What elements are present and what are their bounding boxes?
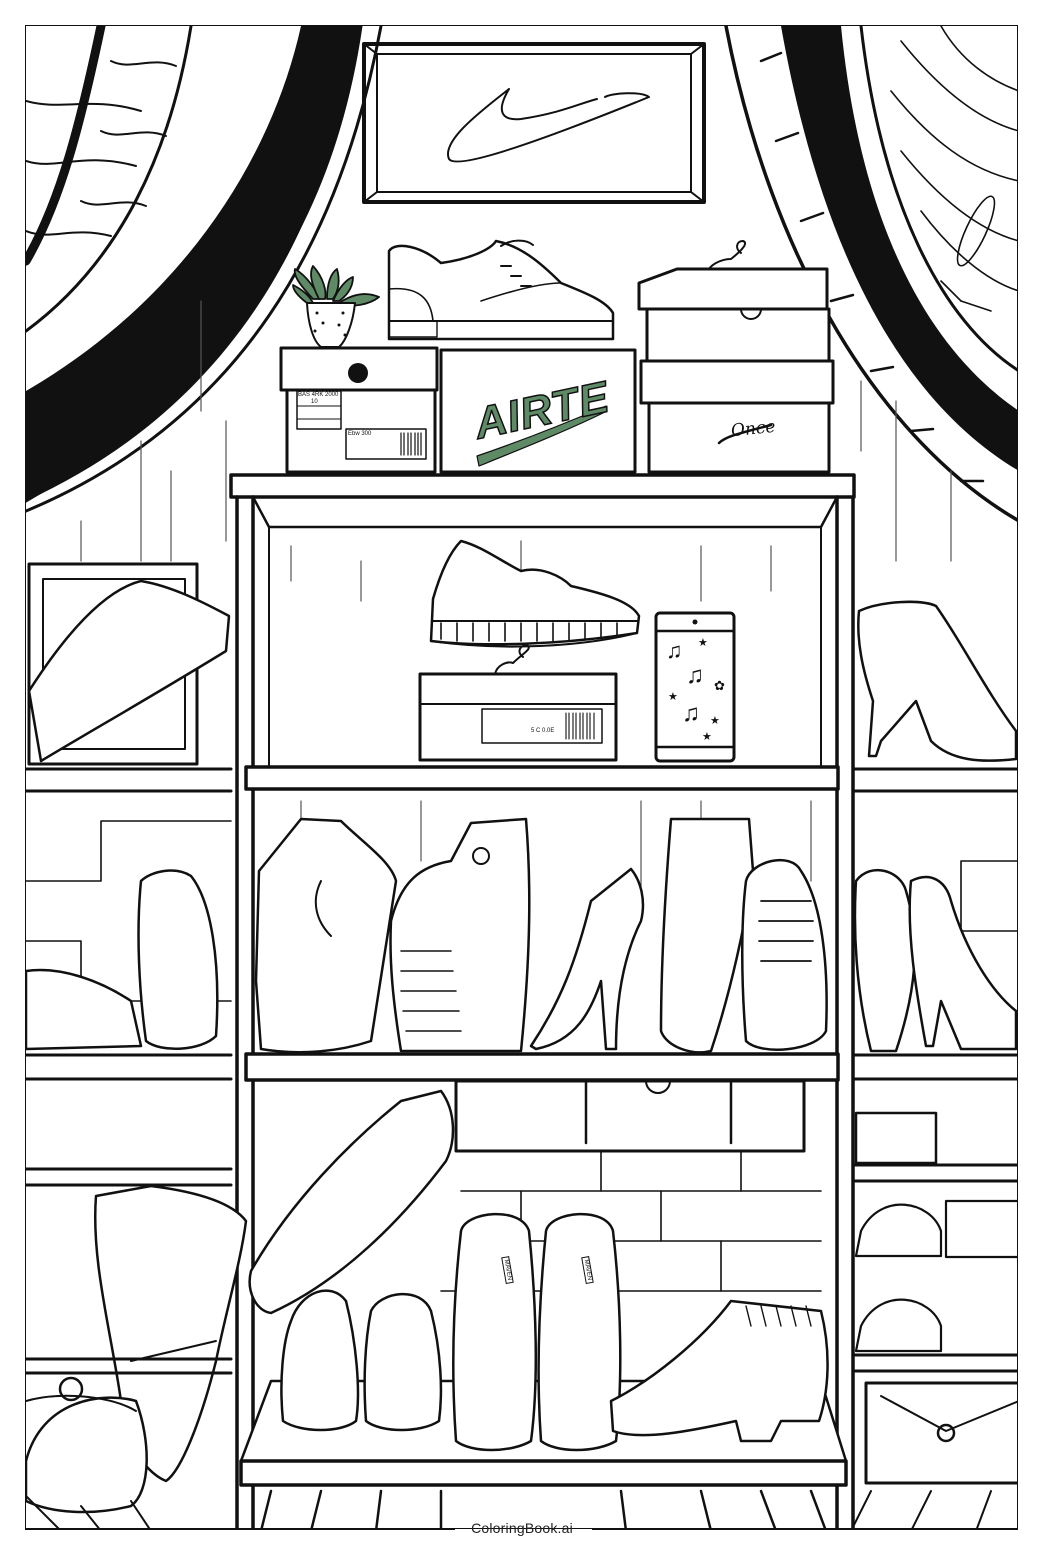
ankle-bootie [609,1299,829,1443]
footer-rule-left [25,1529,455,1530]
music-note-icon: ♫ [666,638,683,663]
right-side-shelves [851,600,1017,1528]
floating-sneaker [429,539,641,648]
shoebox-stack-right [637,240,835,474]
star-icon: ★ [698,637,708,649]
shoebox-left [279,346,439,474]
flower-icon: ✿ [714,678,725,693]
shelf-2-shoes [254,817,828,1054]
music-note-icon: ♫ [686,662,704,689]
shoebox-airte [439,348,637,474]
shelf-back-planks [290,540,812,902]
sneaker-pair-1a [280,1289,360,1432]
high-top-boot [254,817,398,1054]
left-side-shelves [26,562,233,1528]
ankle-heel-boot [857,600,1017,762]
wall-planks [80,300,952,562]
high-heel [529,867,645,1051]
left-curtain [26,26,383,513]
phone-music-display [654,611,736,763]
top-sneaker [387,239,615,341]
left-box-sticker: Ebw 300 [348,431,372,437]
footer-rule-right [592,1529,1018,1530]
laced-oxford [741,858,828,1051]
tilted-sneaker [248,1089,455,1315]
shelf-box-sticker: 5 C 0.0E [531,728,555,734]
sneaker-pair-1b [363,1292,443,1432]
star-icon: ★ [710,715,720,727]
shoe-shelf-illustration [26,26,1017,1528]
footer: ColoringBook.ai [0,1520,1044,1550]
wall-sign-frame [362,42,706,204]
left-box-size: 10 [311,399,318,405]
loafer [659,817,755,1054]
phone-icons: ♫ ★ ♫ ✿ ★ ♫ ★ ★ [658,634,734,744]
swoosh-logo-outline [446,88,650,163]
sneaker-pair-2b [537,1212,622,1452]
platform-shoe [389,817,531,1053]
potted-succulent [292,265,380,348]
left-box-label: BAS 4RK 2000 [298,392,339,398]
star-icon: ★ [668,691,678,703]
floor-boards [260,1489,827,1528]
shelf-shoebox [418,644,618,762]
coloring-page-frame: AIRTE Once BAS 4RK 2000 10 Ebw 300 5 C 0… [25,25,1018,1529]
footer-brand: ColoringBook.ai [471,1520,573,1536]
star-icon: ★ [702,731,712,743]
right-curtain [724,26,1017,522]
music-note-icon: ♫ [682,700,700,727]
sneaker-pair-2a [452,1212,538,1452]
